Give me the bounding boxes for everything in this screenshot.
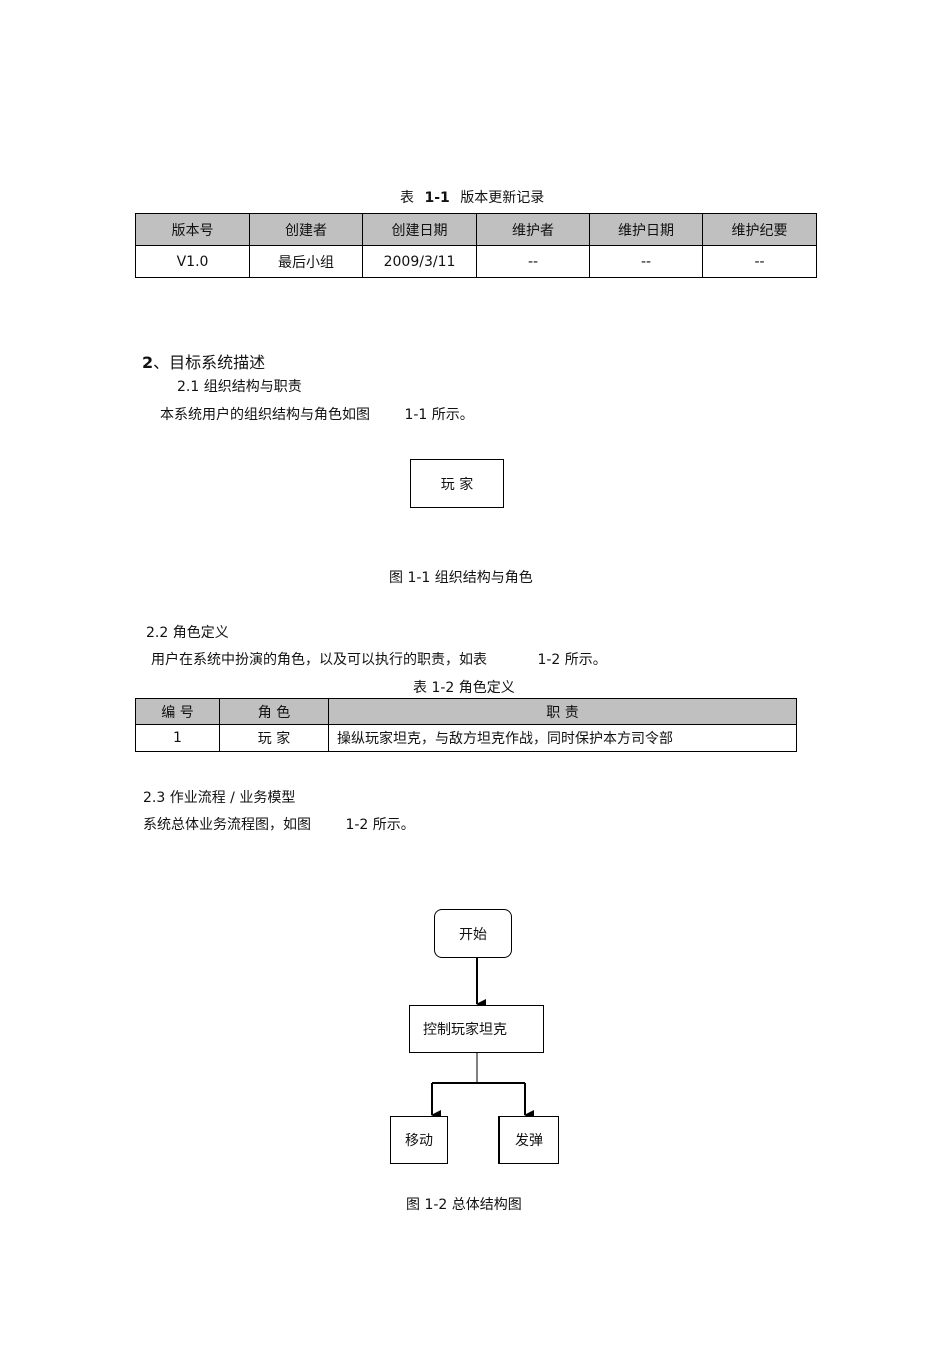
table-cell: 玩 家 [219, 724, 329, 752]
table2-caption: 表 1-2 角色定义 [413, 680, 515, 696]
section-2-1-heading: 2.1 组织结构与职责 [177, 379, 302, 395]
section-2-2-heading: 2.2 角色定义 [146, 625, 229, 641]
version-table: 版本号 创建者 创建日期 维护者 维护日期 维护纪要 V1.0 最后小组 200… [135, 213, 817, 278]
header-cell: 创建日期 [362, 213, 477, 246]
flow-control-node: 控制玩家坦克 [409, 1005, 544, 1053]
player-role-box: 玩 家 [410, 459, 504, 508]
table-cell: 1 [135, 724, 220, 752]
section-2-number: 2 [142, 353, 154, 372]
table1-caption-text: 版本更新记录 [460, 190, 545, 206]
section-2-3-heading: 2.3 作业流程 / 业务模型 [143, 790, 296, 806]
section-2-1-text-b: 1-1 所示。 [404, 407, 474, 423]
header-cell: 维护日期 [589, 213, 703, 246]
table-cell: -- [702, 245, 817, 278]
figure-1-2-caption: 图 1-2 总体结构图 [406, 1197, 522, 1213]
section-2-2-text-b: 1-2 所示。 [537, 652, 607, 668]
section-2-3-text: 系统总体业务流程图，如图 1-2 所示。 [143, 814, 415, 834]
flow-fire-node: 发弹 [498, 1116, 559, 1164]
header-cell: 维护者 [476, 213, 590, 246]
section-2-2-text: 用户在系统中扮演的角色，以及可以执行的职责，如表 1-2 所示。 [151, 649, 607, 669]
table-cell: 最后小组 [249, 245, 363, 278]
header-cell: 版本号 [135, 213, 250, 246]
section-2-title: 、目标系统描述 [153, 353, 266, 372]
header-cell: 编 号 [135, 698, 220, 725]
header-cell: 维护纪要 [702, 213, 817, 246]
section-2-1-text: 本系统用户的组织结构与角色如图 1-1 所示。 [160, 404, 474, 424]
role-table: 编 号 角 色 职 责 1 玩 家 操纵玩家坦克，与敌方坦克作战，同时保护本方司… [135, 698, 797, 752]
table1-caption: 表 1-1 版本更新记录 [400, 187, 544, 207]
table-cell: 2009/3/11 [362, 245, 477, 278]
table1-caption-number: 1-1 [424, 190, 450, 206]
table1-caption-prefix: 表 [400, 190, 414, 206]
section-2-3-text-b: 1-2 所示。 [345, 817, 415, 833]
section-2-2-text-a: 用户在系统中扮演的角色，以及可以执行的职责，如表 [151, 652, 487, 668]
header-cell: 职 责 [328, 698, 797, 725]
table-cell: -- [476, 245, 590, 278]
section-2-1-text-a: 本系统用户的组织结构与角色如图 [160, 407, 370, 423]
figure-1-1-caption: 图 1-1 组织结构与角色 [389, 570, 533, 586]
section-2-heading: 2、目标系统描述 [142, 349, 265, 373]
version-table-header: 版本号 创建者 创建日期 维护者 维护日期 维护纪要 [135, 213, 817, 246]
section-2-3-text-a: 系统总体业务流程图，如图 [143, 817, 311, 833]
table-cell: V1.0 [135, 245, 250, 278]
flow-start-node: 开始 [434, 909, 512, 958]
table-cell: -- [589, 245, 703, 278]
header-cell: 创建者 [249, 213, 363, 246]
table-row: 1 玩 家 操纵玩家坦克，与敌方坦克作战，同时保护本方司令部 [135, 724, 797, 752]
role-table-header: 编 号 角 色 职 责 [135, 698, 797, 725]
table-row: V1.0 最后小组 2009/3/11 -- -- -- [135, 245, 817, 278]
header-cell: 角 色 [219, 698, 329, 725]
flow-move-node: 移动 [390, 1116, 448, 1164]
table-cell: 操纵玩家坦克，与敌方坦克作战，同时保护本方司令部 [328, 724, 797, 752]
